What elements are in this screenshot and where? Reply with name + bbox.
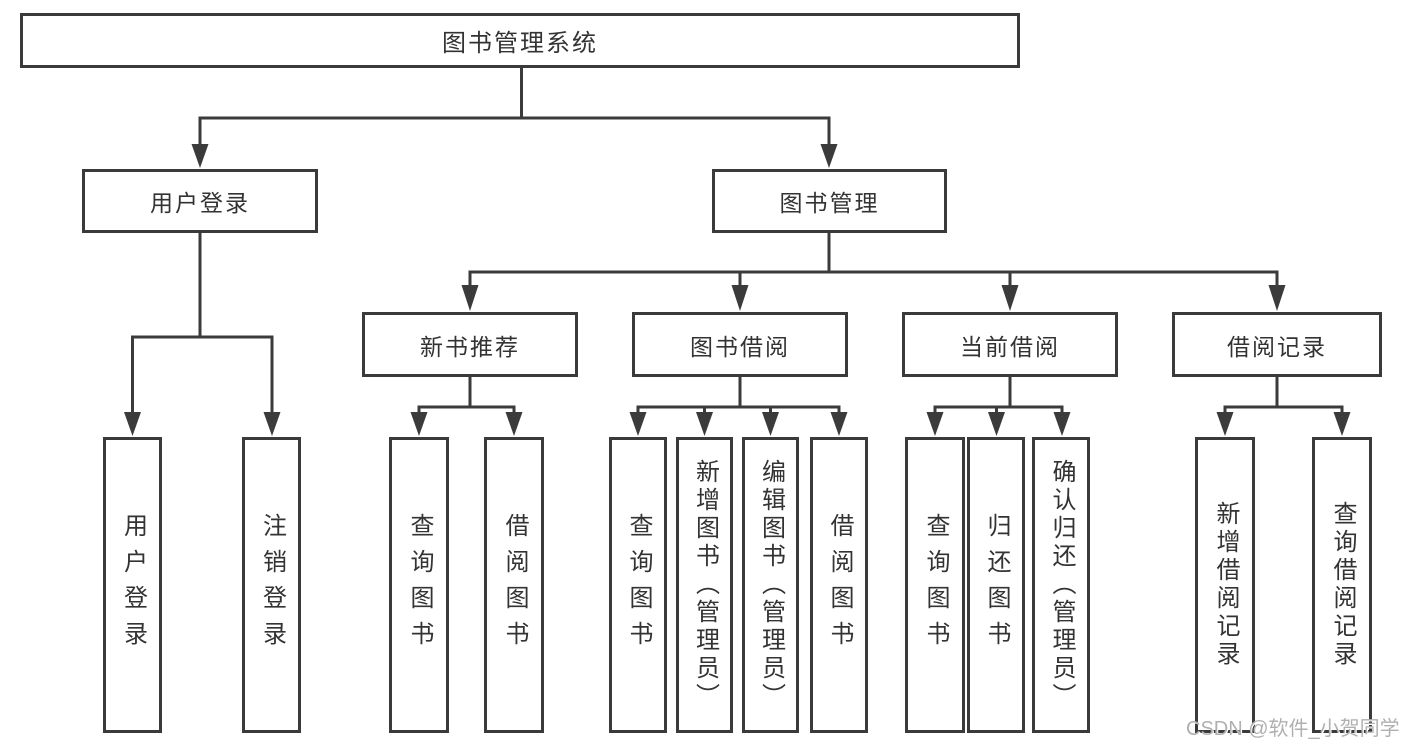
leaf-current-confirm-return-admin: 确认归还（管理员） bbox=[1032, 437, 1090, 733]
leaf-borrow-add-books-admin: 新增图书（管理员） bbox=[676, 437, 733, 733]
node-new-book-recommend: 新书推荐 bbox=[362, 312, 578, 377]
node-book-management: 图书管理 bbox=[712, 169, 947, 233]
leaf-newbook-query-books: 查询图书 bbox=[389, 437, 449, 733]
node-borrow-records: 借阅记录 bbox=[1172, 312, 1382, 377]
leaf-records-query-record: 查询借阅记录 bbox=[1312, 437, 1372, 733]
leaf-borrow-borrow-books: 借阅图书 bbox=[810, 437, 868, 733]
csdn-watermark: CSDN @软件_小贺同学 bbox=[1186, 718, 1400, 740]
connector-bookmgmt-to-level3 bbox=[461, 233, 1286, 311]
connector-userlogin-to-leaves bbox=[124, 233, 281, 436]
leaf-logout: 注销登录 bbox=[242, 437, 301, 733]
connector-current-to-leaves bbox=[926, 377, 1071, 436]
leaf-records-add-record: 新增借阅记录 bbox=[1195, 437, 1255, 733]
node-book-borrow: 图书借阅 bbox=[632, 312, 848, 377]
leaf-user-login: 用户登录 bbox=[103, 437, 162, 733]
connector-newbook-to-leaves bbox=[410, 377, 523, 436]
leaf-borrow-query-books: 查询图书 bbox=[609, 437, 667, 733]
node-current-borrow: 当前借阅 bbox=[902, 312, 1118, 377]
connector-borrow-to-leaves bbox=[629, 377, 848, 436]
node-root-library-system: 图书管理系统 bbox=[20, 13, 1020, 68]
leaf-newbook-borrow-books: 借阅图书 bbox=[484, 437, 544, 733]
connector-records-to-leaves bbox=[1216, 377, 1351, 436]
connector-root-to-level2 bbox=[191, 68, 838, 168]
leaf-borrow-edit-books-admin: 编辑图书（管理员） bbox=[742, 437, 799, 733]
node-user-login: 用户登录 bbox=[82, 169, 318, 233]
leaf-current-return-books: 归还图书 bbox=[967, 437, 1025, 733]
leaf-current-query-books: 查询图书 bbox=[905, 437, 965, 733]
